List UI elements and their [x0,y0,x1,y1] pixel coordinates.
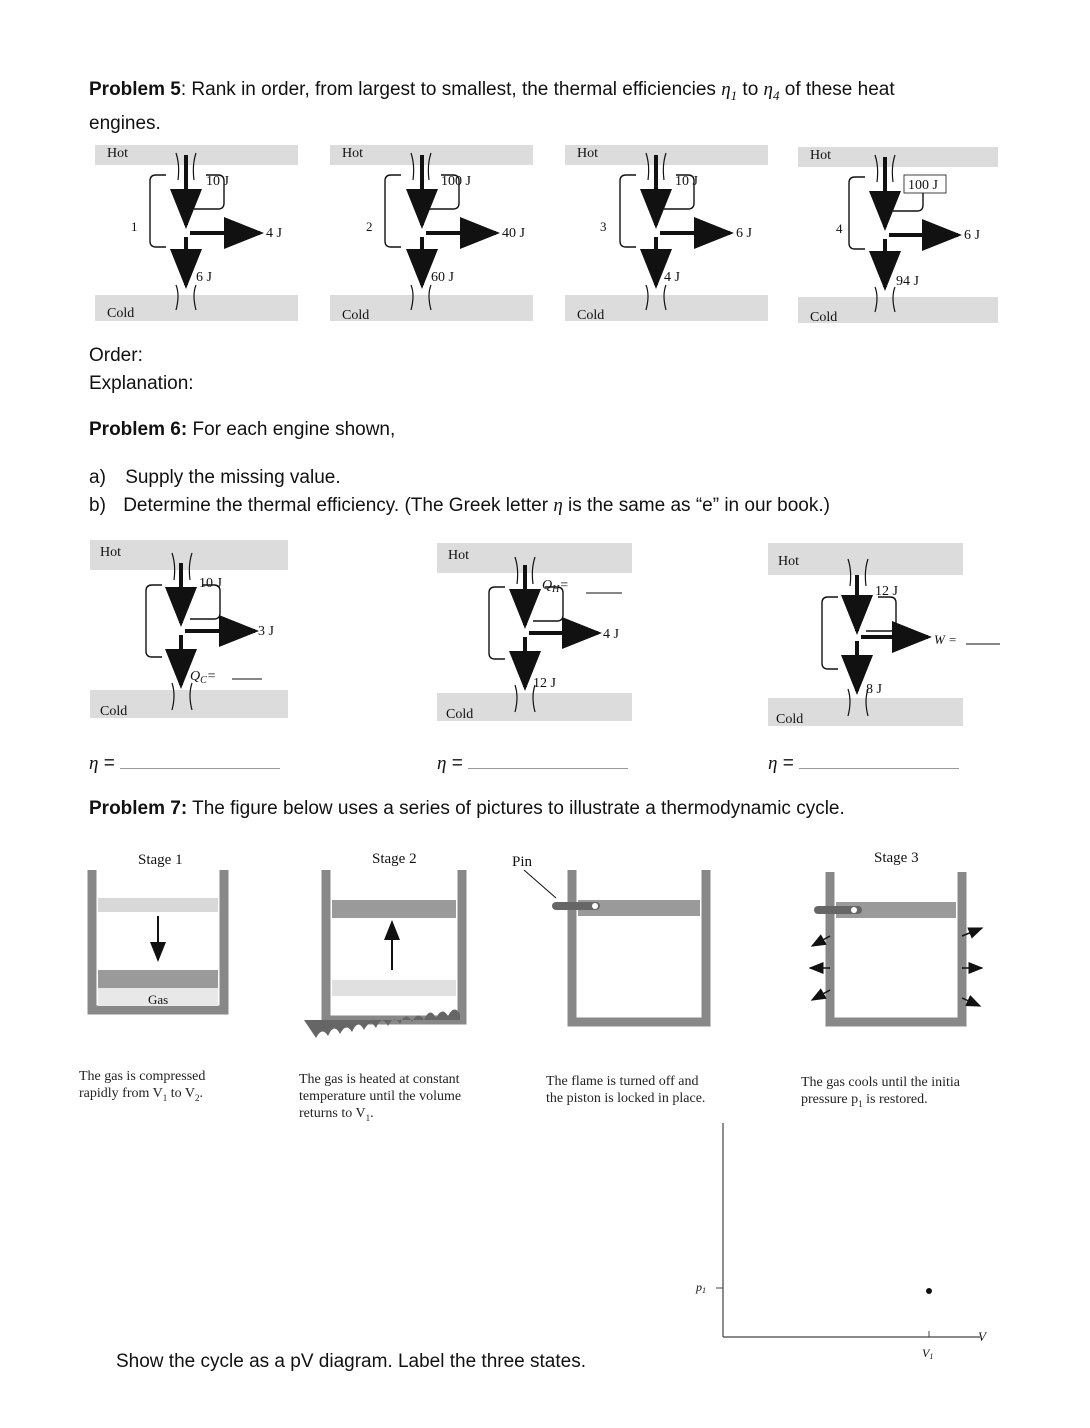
qh-value: 12 J [875,584,899,599]
stage-2-cylinder: Stage 2 [304,851,467,1038]
qc-value: 8 J [866,682,883,697]
hot-label: Hot [778,554,799,569]
initial-state-point [926,1288,932,1294]
work-symbol: W = [934,632,957,647]
qc-symbol: QC= [190,669,216,686]
engine-b: Hot Cold QH= 4 J 12 J [437,543,632,722]
problem6-part-a: a) Supply the missing value. [89,467,341,488]
cold-label: Cold [446,707,473,722]
v1-tick-label: V1 [922,1346,933,1361]
problem5-label: Problem 5 [89,79,181,100]
qh-value: 10 J [206,174,230,189]
problem5-engine-diagrams: Hot Cold 10 J 4 J 6 J 1 Hot Cold 100 J 4… [95,145,998,325]
problem6-label: Problem 6: [89,419,188,440]
engine-number: 2 [366,219,373,234]
stage-3-label: Stage 3 [874,850,919,866]
qh-symbol: QH= [542,578,569,595]
qc-value: 60 J [431,270,455,285]
engine-3: Hot Cold 10 J 6 J 4 J 3 [565,145,768,323]
problem6-statement: Problem 6: For each engine shown, [89,419,396,440]
cold-label: Cold [100,704,127,719]
problem6-engine-diagrams: Hot Cold 10 J 3 J QC= Hot Cold QH= 4 J 1… [90,540,1000,727]
cold-label: Cold [810,310,837,325]
hot-label: Hot [810,148,831,163]
work-value: 4 J [603,627,620,642]
hot-label: Hot [100,545,121,560]
engine-1: Hot Cold 10 J 4 J 6 J 1 [95,145,298,321]
v-axis-label: V [978,1329,988,1344]
hot-label: Hot [107,146,128,161]
caption-stage-locked: The flame is turned off and the piston i… [546,1074,706,1106]
caption-stage-2: The gas is heated at constant temperatur… [299,1072,462,1123]
cold-label: Cold [776,712,803,727]
pv-instruction: Show the cycle as a pV diagram. Label th… [116,1351,586,1372]
engine-a: Hot Cold 10 J 3 J QC= [90,540,288,719]
problem7-cycle-figures: Stage 1 Gas Stage 2 Pin Stage 3 [87,850,984,1038]
work-value: 6 J [964,228,981,243]
explanation-label: Explanation: [89,373,194,394]
work-value: 6 J [736,226,753,241]
engine-c: Hot Cold 12 J W = 8 J [768,543,1000,727]
qc-value: 12 J [533,676,557,691]
p1-tick-label: p1 [695,1280,706,1295]
cold-label: Cold [107,306,134,321]
engine-number: 4 [836,221,843,236]
eta-blank-a[interactable] [120,756,281,769]
locked-piston-cylinder: Pin [512,854,711,1027]
qh-value: 10 J [675,174,699,189]
eta-line-a: η = [89,750,309,778]
stage-3-cylinder: Stage 3 [808,850,984,1027]
cold-reservoir [95,295,298,321]
engine-number: 3 [600,219,607,234]
hot-label: Hot [577,146,598,161]
caption-stage-1: The gas is compressed rapidly from V1 to… [79,1069,206,1103]
problem7-statement: Problem 7: The figure below uses a serie… [89,798,845,819]
work-value: 3 J [258,624,275,639]
work-value: 4 J [266,226,283,241]
engine-2: Hot Cold 100 J 40 J 60 J 2 [330,145,533,323]
stage-1-cylinder: Stage 1 Gas [87,852,229,1015]
gas-label: Gas [148,992,168,1007]
order-label: Order: [89,345,143,366]
eta-blank-b[interactable] [468,756,629,769]
qh-value: 100 J [908,178,939,193]
cold-label: Cold [342,308,369,323]
qh-value: 100 J [441,174,472,189]
pv-diagram[interactable]: p1 V V1 [680,1115,1010,1365]
hot-label: Hot [342,146,363,161]
qc-value: 4 J [664,270,681,285]
eta-line-b: η = [437,750,657,778]
eta-blank-c[interactable] [799,756,960,769]
problem5-statement: Problem 5: Rank in order, from largest t… [89,79,895,134]
engine-number: 1 [131,219,138,234]
pin-label: Pin [512,854,533,870]
cold-label: Cold [577,308,604,323]
qc-value: 6 J [196,270,213,285]
eta-line-c: η = [768,750,988,778]
stage-1-label: Stage 1 [138,852,183,868]
hot-label: Hot [448,548,469,563]
stage-2-label: Stage 2 [372,851,417,867]
problem6-part-b: b) Determine the thermal efficiency. (Th… [89,495,830,516]
hot-reservoir [95,145,298,165]
work-value: 40 J [502,226,526,241]
pin-icon [552,902,600,910]
qh-value: 10 J [199,576,223,591]
problem7-label: Problem 7: [89,798,188,819]
qc-value: 94 J [896,274,920,289]
caption-stage-3: The gas cools until the initia pressure … [801,1075,961,1109]
pin-icon [814,906,862,914]
flame-icon [304,1009,460,1038]
engine-4: Hot Cold 100 J 6 J 94 J 4 [798,147,998,325]
